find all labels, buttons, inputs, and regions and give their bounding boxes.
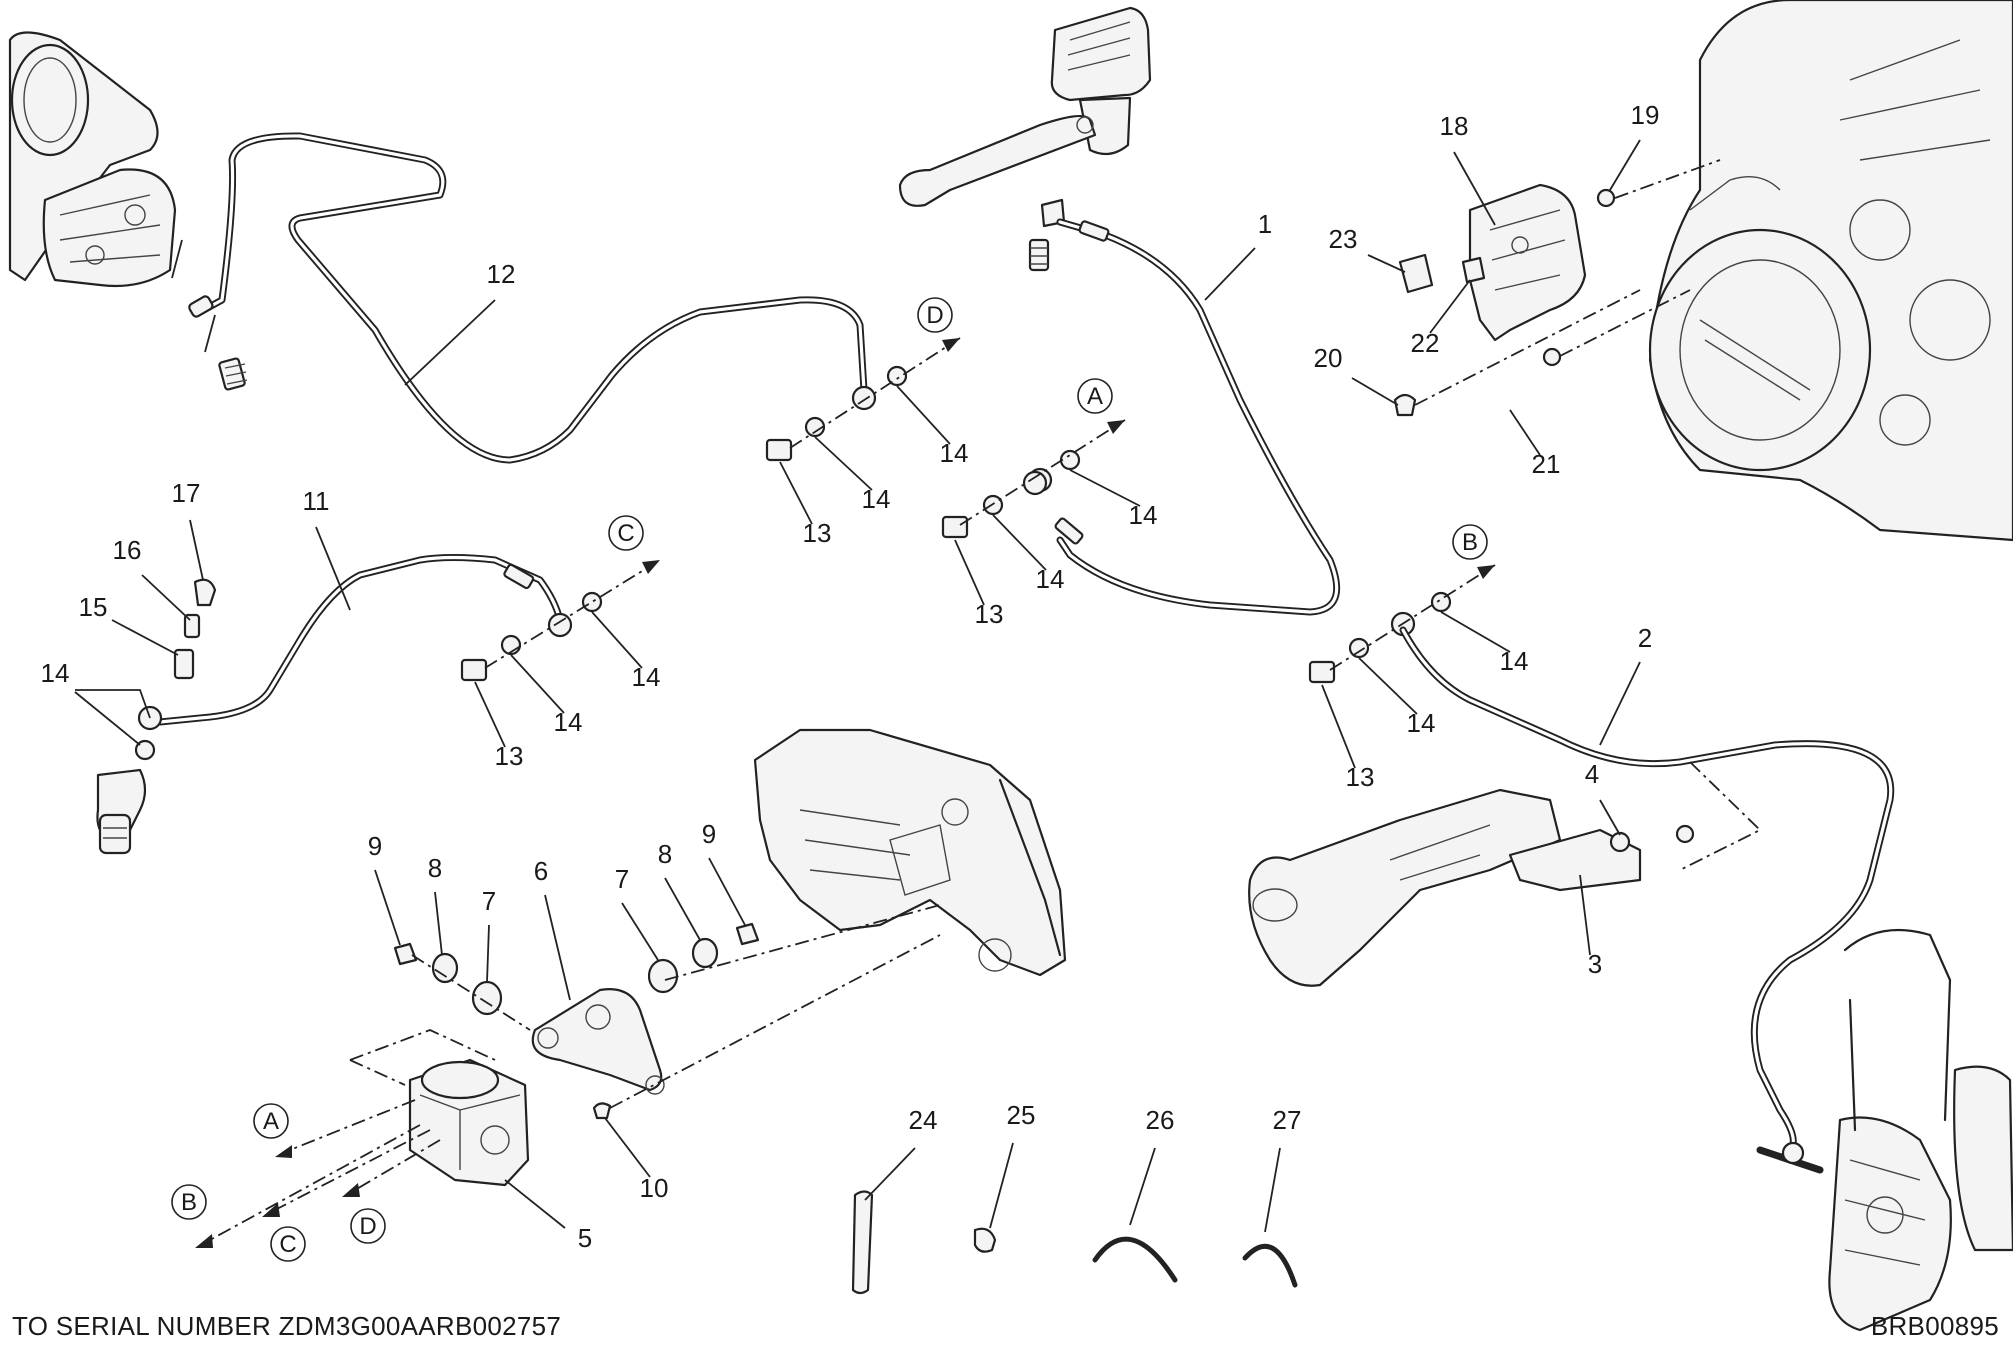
ref-rB2: B	[171, 1184, 207, 1220]
callout-c23: 23	[1329, 224, 1358, 254]
connection-lines	[484, 337, 1496, 671]
leader-lines	[74, 139, 1641, 1233]
callout-c24: 24	[909, 1105, 938, 1135]
abs-bracket-6	[393, 904, 941, 1120]
callout-c14b: 14	[862, 484, 891, 514]
callout-c15: 15	[79, 592, 108, 622]
callout-c13a: 13	[803, 518, 832, 548]
callout-c9b: 9	[702, 819, 716, 849]
banjo-bolt-set	[460, 365, 1452, 684]
callout-c27: 27	[1273, 1105, 1302, 1135]
callout-c3: 3	[1588, 949, 1602, 979]
brake-hose-12	[188, 132, 877, 464]
sensor-bracket-18	[1393, 159, 1721, 417]
ref-circle	[608, 515, 644, 551]
callout-c20: 20	[1314, 343, 1343, 373]
callout-c14a: 14	[940, 438, 969, 468]
ref-letter: C	[279, 1231, 296, 1258]
ref-letter: D	[926, 302, 943, 329]
brake-hose-2	[1399, 626, 1895, 1174]
callout-c25: 25	[1007, 1100, 1036, 1130]
ref-rC1: C	[608, 515, 644, 551]
callout-c7b: 7	[615, 864, 629, 894]
abs-hydraulic-unit	[195, 1029, 530, 1248]
ref-rA1: A	[1077, 378, 1113, 414]
callout-c16: 16	[113, 535, 142, 565]
clip-parts	[851, 1190, 1298, 1295]
rear-caliper-bracket	[8, 31, 177, 288]
ref-circle	[253, 1103, 289, 1139]
callout-c12: 12	[487, 259, 516, 289]
callout-c7a: 7	[482, 886, 496, 916]
callout-c8a: 8	[428, 853, 442, 883]
drawing-code: BRB00895	[1870, 1311, 1999, 1341]
ref-letter: D	[359, 1213, 376, 1240]
callout-c14c: 14	[1129, 500, 1158, 530]
callout-c14d: 14	[1036, 564, 1065, 594]
callout-c1: 1	[1258, 209, 1272, 239]
ref-letter: B	[181, 1189, 197, 1216]
callout-c9a: 9	[368, 831, 382, 861]
callout-c17: 17	[172, 478, 201, 508]
ref-letter: B	[1462, 529, 1478, 556]
callout-c26: 26	[1146, 1105, 1175, 1135]
ref-rA2: A	[253, 1103, 289, 1139]
ref-circle	[1077, 378, 1113, 414]
callout-c14h: 14	[1407, 708, 1436, 738]
brake-hose-11	[156, 554, 573, 726]
abs-mounting-frame	[753, 728, 1067, 977]
callout-c14f: 14	[554, 707, 583, 737]
rear-caliper-bolt	[171, 239, 248, 391]
callout-c21: 21	[1532, 449, 1561, 479]
callout-c14g: 14	[1500, 646, 1529, 676]
ref-rB1: B	[1452, 524, 1488, 560]
callout-c22: 22	[1411, 328, 1440, 358]
callout-c13c: 13	[495, 741, 524, 771]
ref-letter: A	[1087, 383, 1103, 410]
front-calipers	[1828, 928, 2013, 1332]
callout-c8b: 8	[658, 839, 672, 869]
callout-c13d: 13	[1346, 762, 1375, 792]
callout-c14i: 14	[41, 658, 70, 688]
ref-rD2: D	[350, 1208, 386, 1244]
ref-circle	[270, 1226, 306, 1262]
callout-c19: 19	[1631, 100, 1660, 130]
front-master-cylinder	[898, 6, 1152, 272]
callout-c5: 5	[578, 1223, 592, 1253]
engine-casing	[1648, 0, 2013, 542]
brake-hose-1	[1027, 218, 1341, 616]
ref-letter: A	[263, 1108, 279, 1135]
ref-rD1: D	[917, 297, 953, 333]
ref-rC2: C	[270, 1226, 306, 1262]
callout-c18: 18	[1440, 111, 1469, 141]
callout-c6: 6	[534, 856, 548, 886]
ref-circle	[171, 1184, 207, 1220]
callout-c14e: 14	[632, 662, 661, 692]
callout-c2: 2	[1638, 623, 1652, 653]
callout-c10: 10	[640, 1173, 669, 1203]
ref-circle	[917, 297, 953, 333]
ref-circle	[350, 1208, 386, 1244]
callout-c11: 11	[303, 486, 330, 516]
callout-c13b: 13	[975, 599, 1004, 629]
ref-circle	[1452, 524, 1488, 560]
connection-references: A B C D A B C D	[171, 297, 1488, 1262]
serial-note: TO SERIAL NUMBER ZDM3G00AARB002757	[12, 1311, 562, 1341]
callout-c4: 4	[1585, 759, 1599, 789]
ref-letter: C	[617, 520, 634, 547]
footpeg-bracket	[1248, 788, 1695, 987]
